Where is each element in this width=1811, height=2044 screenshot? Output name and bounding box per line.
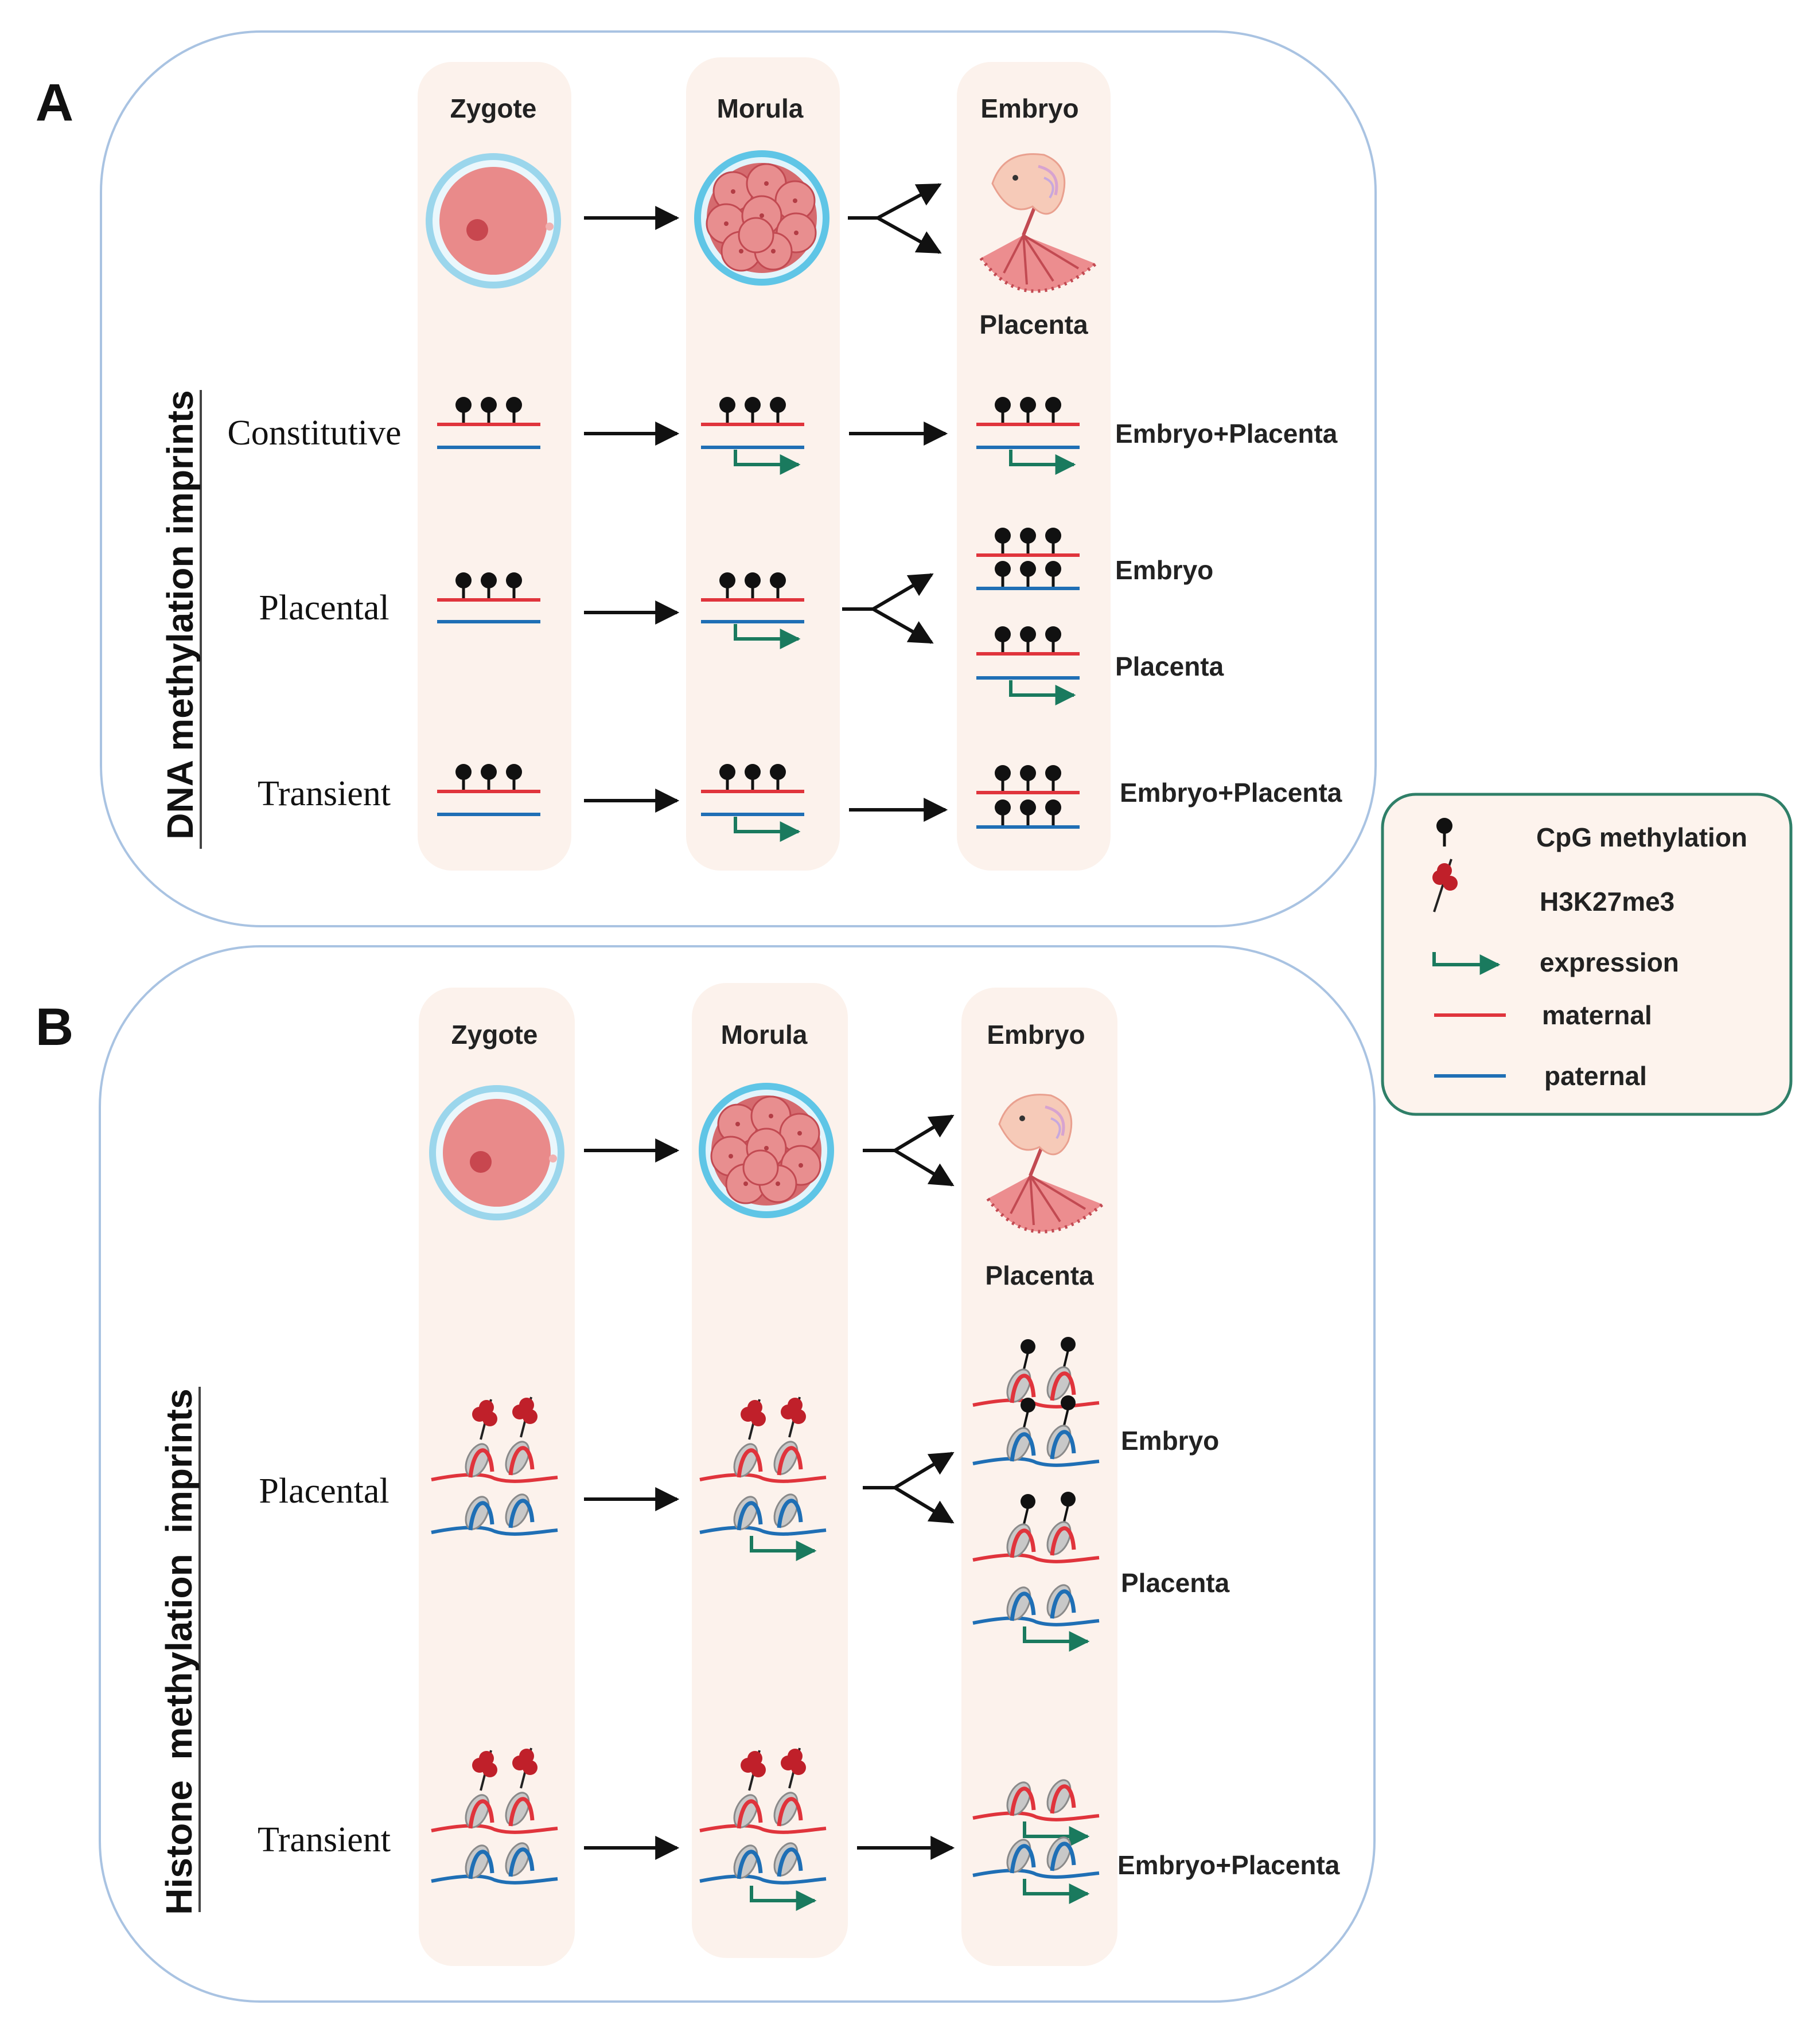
outcome-placenta: Placenta: [1115, 652, 1224, 681]
arrow: [848, 183, 942, 220]
row-label-transient: Transient: [258, 774, 391, 813]
morula-illustration: [698, 1082, 835, 1219]
panel-a-letter: A: [36, 73, 73, 132]
arrow: [872, 607, 934, 644]
arrow: [894, 1149, 955, 1187]
panel-b: B Zygote Morula Embryo Placenta Histone …: [36, 945, 1376, 2003]
outcome-embryo: Embryo: [1115, 555, 1213, 585]
outcome-embryo-placenta: Embryo+Placenta: [1115, 419, 1338, 448]
legend-label-h3k27me3: H3K27me3: [1540, 887, 1674, 916]
legend-frame: [1381, 793, 1793, 1116]
stage-label-embryo: Embryo: [987, 1020, 1085, 1050]
stage-label-morula: Morula: [721, 1020, 808, 1050]
arrow: [863, 1452, 955, 1489]
side-title-dna: DNA methylation imprints: [159, 390, 201, 839]
legend-label-maternal: maternal: [1542, 1000, 1652, 1030]
stage-label-zygote: Zygote: [450, 93, 537, 123]
arrow: [842, 573, 934, 611]
zygote-illustration: [426, 153, 561, 288]
placenta-label: Placenta: [985, 1261, 1094, 1290]
outcome-placenta: Placenta: [1121, 1568, 1230, 1598]
col-b-embryo: [961, 988, 1117, 1966]
panel-b-frame: [99, 945, 1376, 2003]
expression-arrow-icon: [1432, 952, 1501, 975]
col-b-zygote: [419, 988, 575, 1966]
arrow: [863, 1114, 955, 1152]
panel-a-frame: [100, 30, 1377, 927]
row-label-transient: Transient: [258, 1820, 391, 1859]
outcome-embryo-placenta: Embryo+Placenta: [1117, 1850, 1340, 1880]
legend-label-cpg: CpG methylation: [1536, 822, 1747, 852]
stage-label-zygote: Zygote: [451, 1020, 538, 1050]
arrow: [877, 216, 942, 254]
legend: CpG methylation H3K27me3 expression mate…: [1381, 793, 1793, 1116]
row-label-constitutive: Constitutive: [227, 414, 401, 453]
legend-label-paternal: paternal: [1544, 1061, 1647, 1091]
panel-a: A Zygote Morula Embryo Placenta DNA meth…: [36, 30, 1377, 927]
placenta-label: Placenta: [979, 310, 1088, 340]
morula-illustration: [693, 149, 831, 287]
zygote-illustration: [429, 1085, 564, 1220]
arrow: [894, 1486, 955, 1524]
outcome-embryo: Embryo: [1121, 1426, 1219, 1456]
h3k27me3-icon: [1432, 859, 1458, 912]
outcome-embryo-placenta: Embryo+Placenta: [1120, 778, 1342, 808]
legend-label-expression: expression: [1540, 947, 1679, 977]
row-label-placental: Placental: [259, 588, 389, 627]
row-label-placental: Placental: [259, 1472, 389, 1511]
stage-label-morula: Morula: [717, 93, 804, 123]
col-b-morula: [692, 983, 848, 1958]
side-title-histone: Histone methylation imprints: [158, 1388, 200, 1914]
panel-b-letter: B: [36, 998, 73, 1056]
cpg-methylation-icon: [1436, 818, 1452, 847]
stage-label-embryo: Embryo: [980, 93, 1078, 123]
